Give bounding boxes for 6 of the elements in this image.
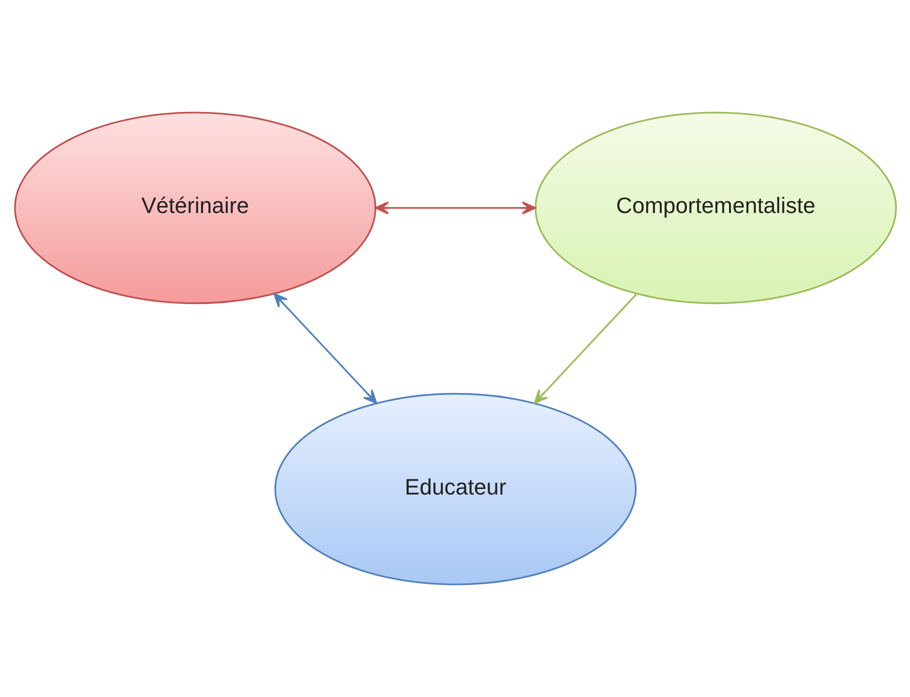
node-ellipse: Vétérinaire: [14, 112, 376, 304]
arrow: [374, 201, 536, 214]
node-ellipse: Educateur: [274, 392, 636, 586]
node-ellipse: Comportementaliste: [534, 112, 896, 304]
arrow: [533, 293, 637, 404]
arrow: [273, 293, 377, 404]
